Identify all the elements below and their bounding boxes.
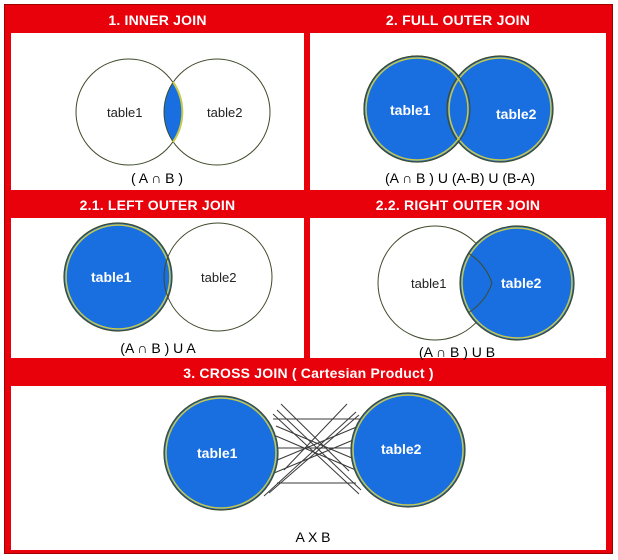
panel-right-outer-join: 2.2. RIGHT OUTER JOIN table1 table2 (A ∩… (307, 193, 609, 361)
formula: (A ∩ B ) U (A-B) U (B-A) (385, 170, 535, 186)
panel-title: 2. FULL OUTER JOIN (385, 12, 531, 28)
formula: A X B (295, 529, 330, 545)
label-table2: table2 (201, 270, 236, 285)
label-table1: table1 (411, 276, 446, 291)
label-table2: table2 (207, 105, 242, 120)
label-table2: table2 (381, 441, 422, 457)
circle-b (163, 222, 273, 332)
ring-a (365, 57, 469, 161)
panel-body: table1 table2 ( A ∩ B ) (11, 33, 304, 190)
label-table1: table1 (390, 102, 431, 118)
panel-inner-join: 1. INNER JOIN table1 table2 ( A ∩ B ) (8, 8, 307, 193)
panel-body: table1 table2 (A ∩ B ) U A (11, 218, 304, 358)
ring-table1 (165, 397, 277, 509)
ring-b (461, 227, 573, 339)
outline-a (363, 55, 471, 163)
panel-left-outer-join: 2.1. LEFT OUTER JOIN table1 table2 (A ∩ … (8, 193, 307, 361)
panel-title: 2.1. LEFT OUTER JOIN (79, 197, 236, 213)
cross-lines (263, 403, 362, 497)
panel-title: 1. INNER JOIN (108, 12, 207, 28)
venn-right: table1 table2 (A ∩ B ) U B (377, 225, 575, 360)
formula: (A ∩ B ) U B (419, 344, 495, 360)
intersection-ring (172, 81, 184, 143)
circle-a (63, 222, 173, 332)
formula: (A ∩ B ) U A (120, 340, 196, 356)
cross-diagram: table1 table2 A X B (163, 392, 466, 545)
panel-cross-join: 3. CROSS JOIN ( Cartesian Product ) (8, 361, 609, 553)
ring-a (65, 224, 171, 330)
circle-table2 (350, 392, 466, 508)
panel-title: 2.2. RIGHT OUTER JOIN (375, 197, 541, 213)
ring-table2 (352, 394, 464, 506)
venn-inner: table1 table2 ( A ∩ B ) (75, 58, 271, 186)
venn-left: table1 table2 (A ∩ B ) U A (63, 222, 273, 356)
circle-b (459, 225, 575, 341)
circle-b (446, 55, 554, 163)
panel-full-outer-join: 2. FULL OUTER JOIN table1 table2 (A ∩ B … (307, 8, 609, 193)
panel-body: table1 table2 (A ∩ B ) U (A-B) U (B-A) (310, 33, 606, 190)
label-table1: table1 (91, 269, 132, 285)
panel-body: table1 table2 A X B (11, 386, 606, 550)
panel-body: table1 table2 (A ∩ B ) U B (310, 218, 606, 360)
label-table1: table1 (197, 445, 238, 461)
label-table1: table1 (107, 105, 142, 120)
venn-full: table1 table2 (A ∩ B ) U (A-B) U (B-A) (363, 55, 554, 186)
label-table2: table2 (501, 275, 542, 291)
circle-b (163, 58, 271, 166)
formula: ( A ∩ B ) (131, 170, 183, 186)
arc-a-overlap (467, 252, 493, 314)
label-table2: table2 (496, 106, 537, 122)
circle-table1 (163, 395, 279, 511)
ring-b (448, 57, 552, 161)
panel-title: 3. CROSS JOIN ( Cartesian Product ) (183, 365, 434, 381)
